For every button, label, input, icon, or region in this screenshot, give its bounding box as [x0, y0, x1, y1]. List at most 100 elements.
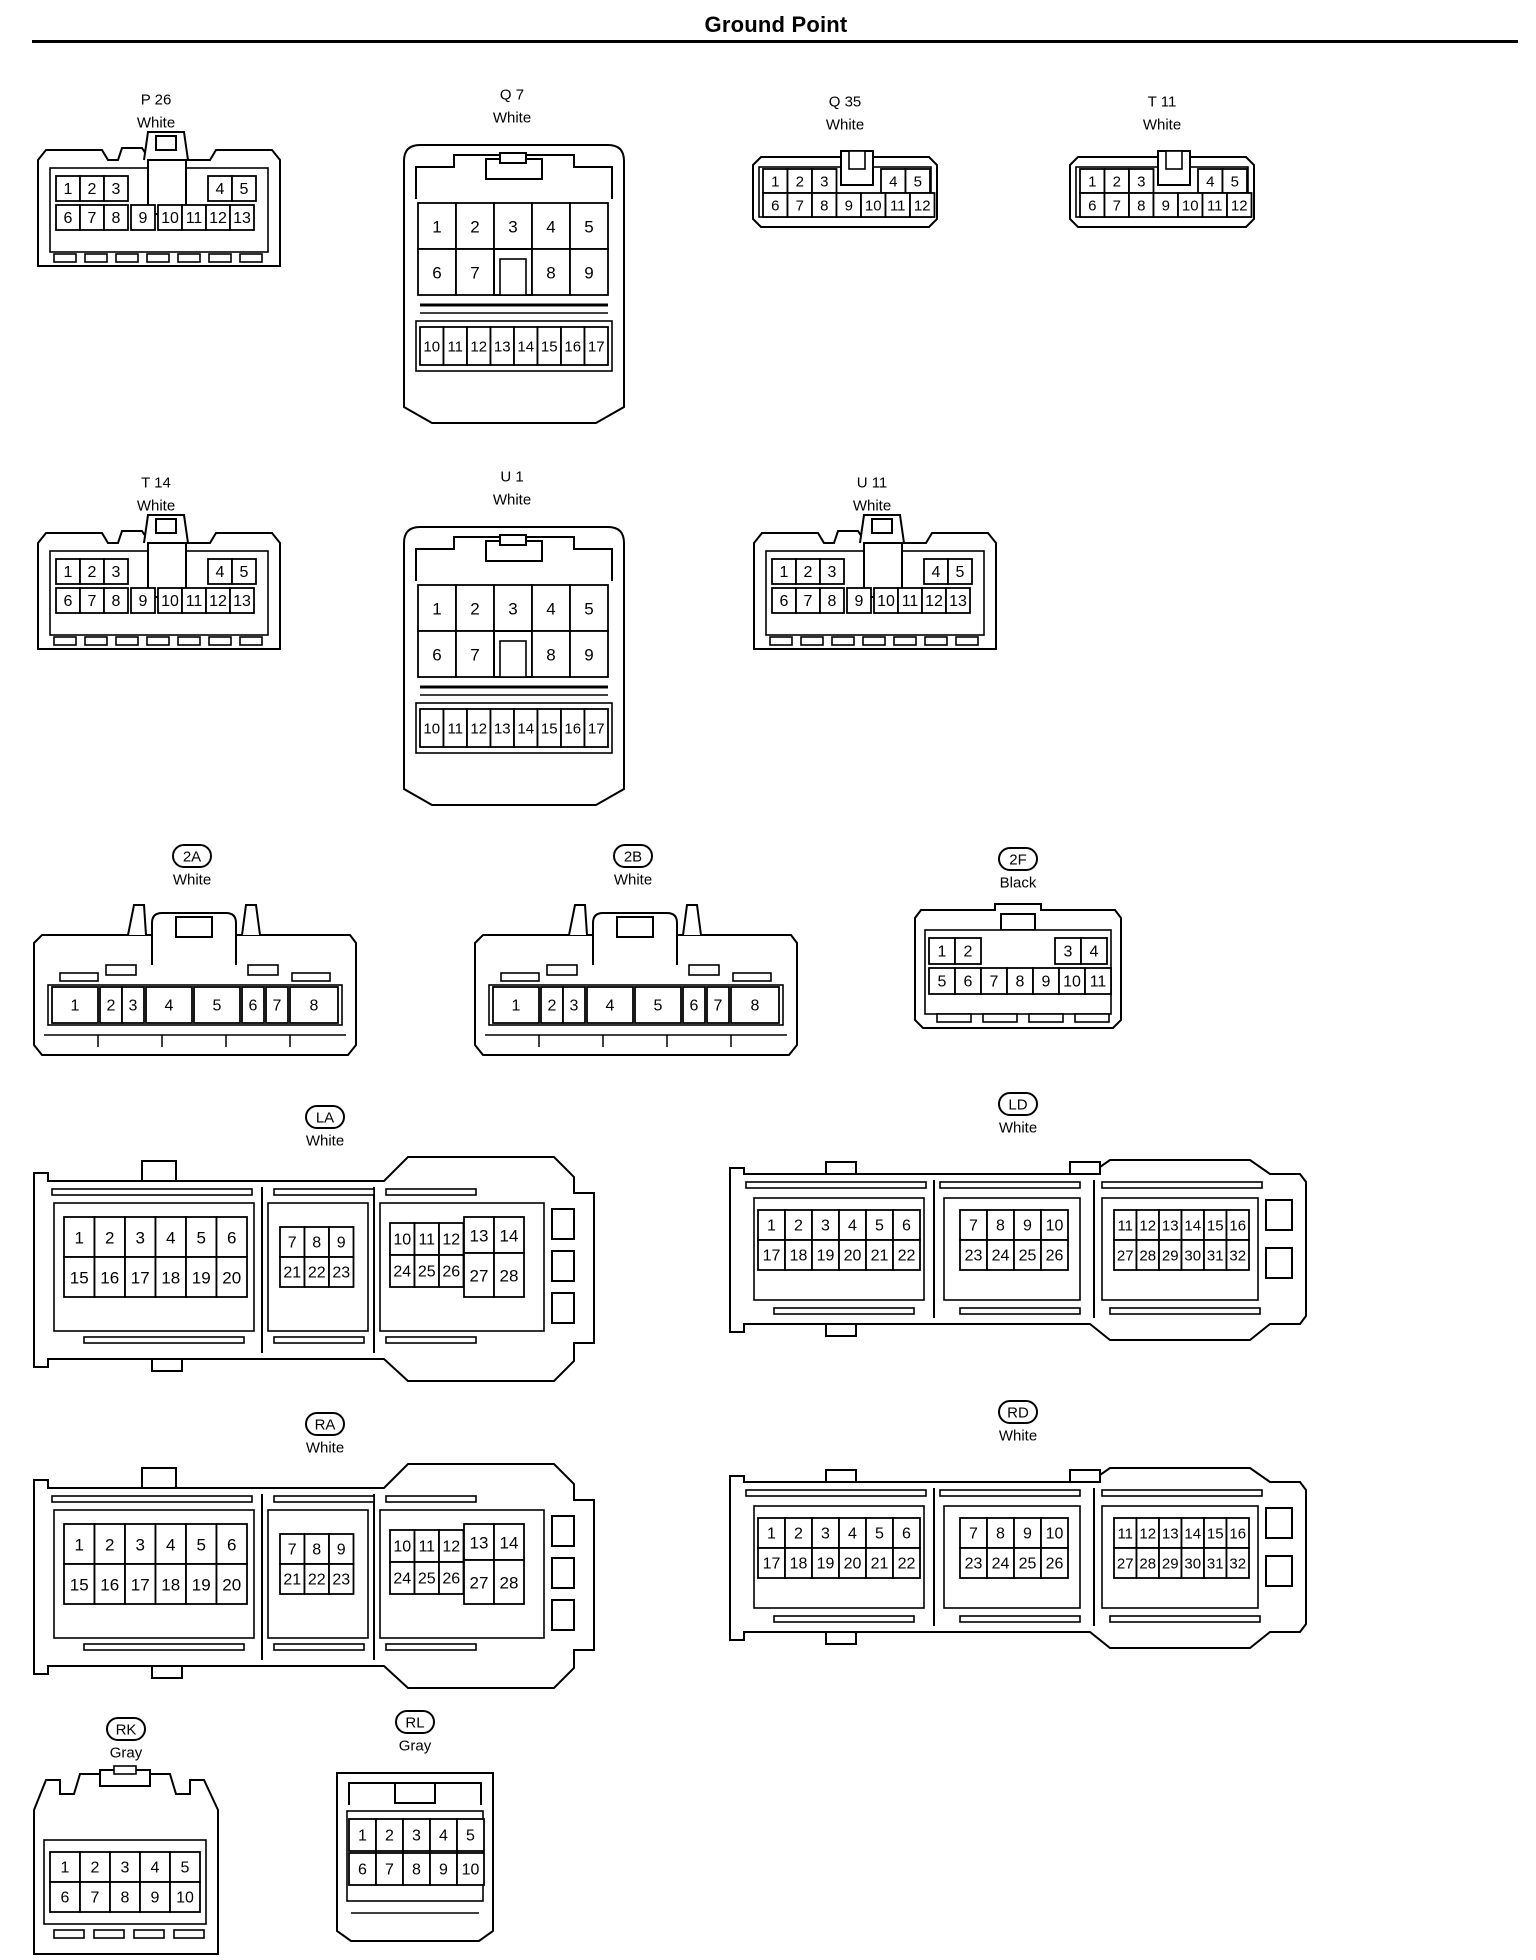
key — [551, 1557, 575, 1589]
pin-number: 6 — [690, 998, 699, 1015]
pin-cell — [205, 587, 231, 614]
pin-number: 9 — [584, 264, 593, 283]
pin-number: 5 — [654, 998, 663, 1015]
pin-cell — [1103, 168, 1130, 194]
pin-cell — [892, 1209, 921, 1241]
pin-number: 6 — [227, 1229, 236, 1248]
pin-number: 5 — [213, 998, 222, 1015]
pin-number: 26 — [1046, 1248, 1064, 1265]
latch — [871, 518, 893, 534]
pin-cell — [904, 168, 931, 194]
pin-cell — [1058, 967, 1086, 995]
pin-number: 2 — [105, 1229, 114, 1248]
terminal-rib — [862, 636, 886, 646]
pin-number: 17 — [588, 721, 605, 738]
pin-cell — [205, 204, 231, 231]
pin-number: 21 — [871, 1248, 889, 1265]
terminal-rib — [208, 253, 232, 263]
pin-number: 8 — [1137, 198, 1145, 215]
pin-number: 27 — [470, 1267, 489, 1286]
pin-number: 17 — [588, 339, 605, 356]
pin-number: 4 — [216, 181, 225, 198]
connector-code: Q 35 — [829, 94, 862, 111]
pin-number: 7 — [91, 1890, 100, 1907]
pin-cell — [303, 1563, 330, 1595]
pin-cell — [145, 986, 193, 1024]
pin-number: 3 — [508, 218, 517, 237]
pin-number: 30 — [1184, 1248, 1201, 1265]
pin-cell — [846, 587, 872, 614]
connector-code: P 26 — [141, 92, 172, 109]
rib — [273, 1643, 365, 1651]
latch — [825, 1161, 857, 1175]
pin-number: 1 — [71, 998, 80, 1015]
rib — [546, 964, 578, 976]
pin-number: 3 — [820, 174, 828, 191]
pin-number: 1 — [771, 174, 779, 191]
pin-number: 1 — [64, 564, 73, 581]
pin-number: 3 — [508, 600, 517, 619]
pin-number: 4 — [166, 1536, 175, 1555]
pin-cell — [1201, 192, 1228, 218]
rib — [51, 1495, 253, 1503]
pin-cell — [413, 1254, 440, 1288]
page-title: Ground Point — [704, 12, 848, 37]
pin-cell — [1128, 192, 1155, 218]
pin-number: 4 — [1090, 944, 1099, 961]
pin-cell — [63, 1256, 96, 1298]
pin-cell — [207, 175, 233, 202]
pin-number: 7 — [804, 593, 813, 610]
pin-number: 9 — [139, 210, 148, 227]
pin-cell — [795, 558, 821, 585]
rib — [688, 964, 720, 976]
pin-number: 11 — [447, 339, 463, 356]
pin-number: 7 — [969, 1526, 978, 1543]
connector-color: White — [826, 117, 864, 134]
pin-number: 12 — [914, 198, 931, 215]
pin-number: 16 — [100, 1576, 119, 1595]
pin-cell — [1080, 937, 1108, 965]
pin-number: 5 — [875, 1218, 884, 1235]
pin-cell — [93, 1256, 126, 1298]
pin-cell — [55, 558, 81, 585]
rib — [291, 972, 331, 982]
pin-cell — [413, 1561, 440, 1595]
pin-cell — [55, 204, 81, 231]
rib — [959, 1307, 1081, 1315]
pin-number: 3 — [136, 1536, 145, 1555]
rib — [83, 1336, 245, 1344]
pin-number: 13 — [494, 339, 511, 356]
pin-cell — [348, 1852, 377, 1886]
connector-code: LA — [316, 1110, 334, 1127]
pin-cell — [103, 175, 129, 202]
terminal-rib — [1028, 1013, 1064, 1023]
pin-number: 10 — [1063, 974, 1081, 991]
pin-number: 8 — [751, 998, 760, 1015]
pin-cell — [279, 1256, 306, 1288]
rib — [1109, 1307, 1261, 1315]
pin-number: 1 — [432, 218, 441, 237]
pin-number: 7 — [88, 210, 97, 227]
pin-cell — [531, 202, 571, 250]
pin-number: 6 — [64, 210, 73, 227]
pin-cell — [455, 630, 495, 678]
pin-number: 32 — [1229, 1248, 1246, 1265]
pin-cell — [215, 1256, 248, 1298]
pin-number: 2 — [804, 564, 813, 581]
connector-color: Gray — [110, 1745, 143, 1762]
pin-number: 2 — [105, 1536, 114, 1555]
housing-outline — [127, 904, 147, 936]
pin-cell — [438, 1254, 465, 1288]
pin-number: 13 — [494, 721, 511, 738]
pin-cell — [215, 1523, 248, 1565]
terminal-rib — [177, 636, 201, 646]
pin-number: 15 — [1207, 1526, 1224, 1543]
pin-number: 17 — [763, 1556, 781, 1573]
pin-number: 5 — [240, 181, 249, 198]
pin-number: 28 — [500, 1267, 519, 1286]
pin-number: 7 — [273, 998, 282, 1015]
housing-outline — [241, 904, 261, 936]
pin-number: 21 — [283, 1572, 301, 1589]
pin-number: 15 — [541, 721, 558, 738]
